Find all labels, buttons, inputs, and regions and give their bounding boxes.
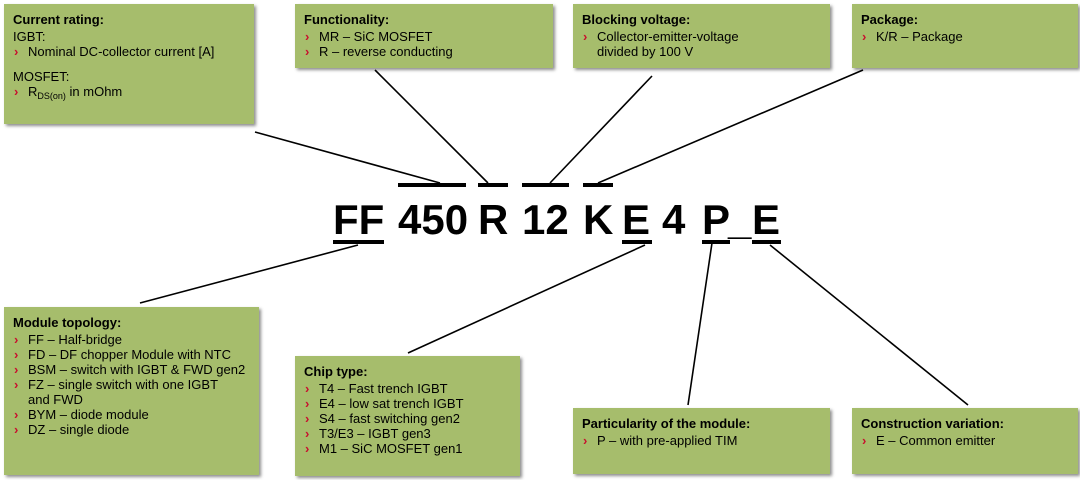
underline-p xyxy=(702,240,730,244)
current-rating-title: Current rating: xyxy=(13,12,104,27)
code-underscore: _ xyxy=(728,196,752,243)
igbt-label: IGBT: xyxy=(13,29,46,44)
list-item: ›P – with pre-applied TIM xyxy=(583,433,738,448)
list-item: ›FF – Half-bridge xyxy=(14,332,122,347)
box-chip-type: Chip type: ›T4 – Fast trench IGBT ›E4 – … xyxy=(295,356,520,476)
box-module-topology: Module topology: ›FF – Half-bridge ›FD –… xyxy=(4,307,259,475)
list-item: ›M1 – SiC MOSFET gen1 xyxy=(305,441,463,456)
bullet-icon: › xyxy=(14,332,19,347)
bullet-icon: › xyxy=(862,29,867,44)
list-item: › Nominal DC-collector current [A] xyxy=(14,44,215,59)
bullet-icon: › xyxy=(14,84,19,99)
overline-r xyxy=(478,183,508,187)
overline-12 xyxy=(522,183,569,187)
list-item: ›E4 – low sat trench IGBT xyxy=(305,396,464,411)
list-item: ›FZ – single switch with one IGBT and FW… xyxy=(14,377,218,407)
connector-functionality xyxy=(374,69,489,184)
list-item: ›E – Common emitter xyxy=(862,433,996,448)
box-package: Package: › K/R – Package xyxy=(852,4,1078,68)
box-current-rating: Current rating: IGBT: › Nominal DC-colle… xyxy=(4,4,254,124)
list-item: › K/R – Package xyxy=(862,29,963,44)
bullet-icon: › xyxy=(14,422,19,437)
bullet-icon: › xyxy=(305,29,310,44)
list-item: ›T4 – Fast trench IGBT xyxy=(305,381,448,396)
list-item: › MR – SiC MOSFET xyxy=(305,29,433,44)
code-e: E xyxy=(622,196,651,243)
bullet-icon: › xyxy=(305,381,310,396)
underline-e xyxy=(622,240,652,244)
bullet-icon: › xyxy=(14,407,19,422)
bullet-icon: › xyxy=(862,433,867,448)
bullet-icon: › xyxy=(305,396,310,411)
mosfet-label: MOSFET: xyxy=(13,69,70,84)
blocking-voltage-title: Blocking voltage: xyxy=(582,12,691,27)
overline-k xyxy=(583,183,613,187)
bullet-icon: › xyxy=(583,433,588,448)
bullet-icon: › xyxy=(14,377,19,392)
code-450: 450 xyxy=(398,196,469,243)
connector-particularity xyxy=(687,242,713,406)
particularity-title: Particularity of the module: xyxy=(582,416,751,431)
code-r: R xyxy=(478,196,509,243)
connector-blocking-voltage xyxy=(549,75,653,184)
bullet-icon: › xyxy=(305,441,310,456)
connector-module-topology xyxy=(139,244,359,304)
box-blocking-voltage: Blocking voltage: › Collector-emitter-vo… xyxy=(573,4,830,68)
underline-ff xyxy=(333,240,384,244)
list-item: ›BYM – diode module xyxy=(14,407,149,422)
list-item: ›S4 – fast switching gen2 xyxy=(305,411,460,426)
box-construction: Construction variation: ›E – Common emit… xyxy=(852,408,1078,474)
list-item: ›DZ – single diode xyxy=(14,422,130,437)
bullet-icon: › xyxy=(14,362,19,377)
functionality-title: Functionality: xyxy=(304,12,390,27)
bullet-icon: › xyxy=(14,44,19,59)
connector-current-rating xyxy=(254,131,441,184)
list-item: › RDS(on) in mOhm xyxy=(14,84,123,101)
bullet-icon: › xyxy=(305,411,310,426)
code-k: K xyxy=(583,196,614,243)
code-4: 4 xyxy=(662,196,686,243)
list-item: ›BSM – switch with IGBT & FWD gen2 xyxy=(14,362,246,377)
bullet-icon: › xyxy=(305,44,310,59)
construction-title: Construction variation: xyxy=(861,416,1005,431)
bullet-icon: › xyxy=(583,29,588,44)
list-item: › Collector-emitter-voltage divided by 1… xyxy=(583,29,739,59)
box-particularity: Particularity of the module: ›P – with p… xyxy=(573,408,830,474)
module-topology-title: Module topology: xyxy=(13,315,122,330)
package-title: Package: xyxy=(861,12,919,27)
list-item: ›T3/E3 – IGBT gen3 xyxy=(305,426,431,441)
connector-package xyxy=(597,69,864,184)
box-functionality: Functionality: › MR – SiC MOSFET › R – r… xyxy=(295,4,553,68)
bullet-icon: › xyxy=(305,426,310,441)
list-item: › R – reverse conducting xyxy=(305,44,453,59)
list-item: ›FD – DF chopper Module with NTC xyxy=(14,347,232,362)
underline-e2 xyxy=(752,240,781,244)
code-ff: FF xyxy=(333,196,385,243)
overline-450 xyxy=(398,183,466,187)
bullet-icon: › xyxy=(14,347,19,362)
code-p: P xyxy=(702,196,731,243)
code-12: 12 xyxy=(522,196,569,243)
connector-chip-type xyxy=(407,244,646,354)
chip-type-title: Chip type: xyxy=(304,364,368,379)
code-e2: E xyxy=(752,196,781,243)
connector-construction xyxy=(769,244,969,406)
